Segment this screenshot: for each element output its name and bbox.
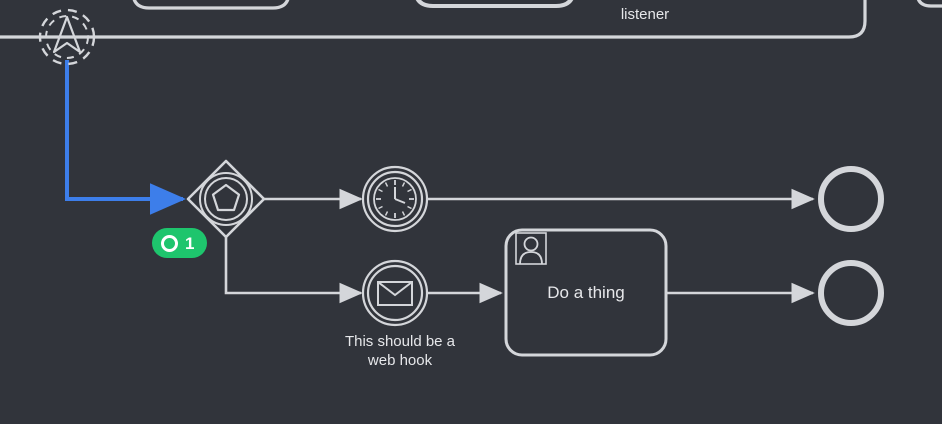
timer-intermediate-event[interactable] — [361, 165, 429, 233]
partial-shape-right[interactable] — [916, 0, 942, 8]
partial-subprocess-container[interactable] — [132, 0, 290, 10]
user-task[interactable] — [504, 228, 668, 357]
partial-task-shape-left[interactable] — [415, 0, 574, 8]
message-intermediate-event[interactable] — [361, 259, 429, 327]
partial-pool-container[interactable] — [0, 0, 867, 39]
event-based-gateway[interactable] — [186, 159, 266, 239]
flow-gateway-to-message[interactable] — [224, 237, 363, 304]
token-count: 1 — [185, 233, 195, 253]
user-icon — [515, 232, 547, 265]
token-badge[interactable]: 1 — [152, 228, 208, 258]
start-event[interactable] — [38, 8, 96, 66]
clock-icon — [373, 177, 417, 221]
navigation-arrow-icon — [52, 15, 82, 54]
flow-start-to-gateway[interactable] — [65, 60, 186, 215]
end-event-top[interactable] — [818, 166, 884, 232]
pentagon-icon — [211, 183, 241, 212]
user-task-label: Do a thing — [547, 283, 625, 302]
token-ring-icon — [161, 234, 178, 252]
envelope-icon — [377, 281, 413, 306]
end-event-bottom[interactable] — [818, 260, 884, 326]
